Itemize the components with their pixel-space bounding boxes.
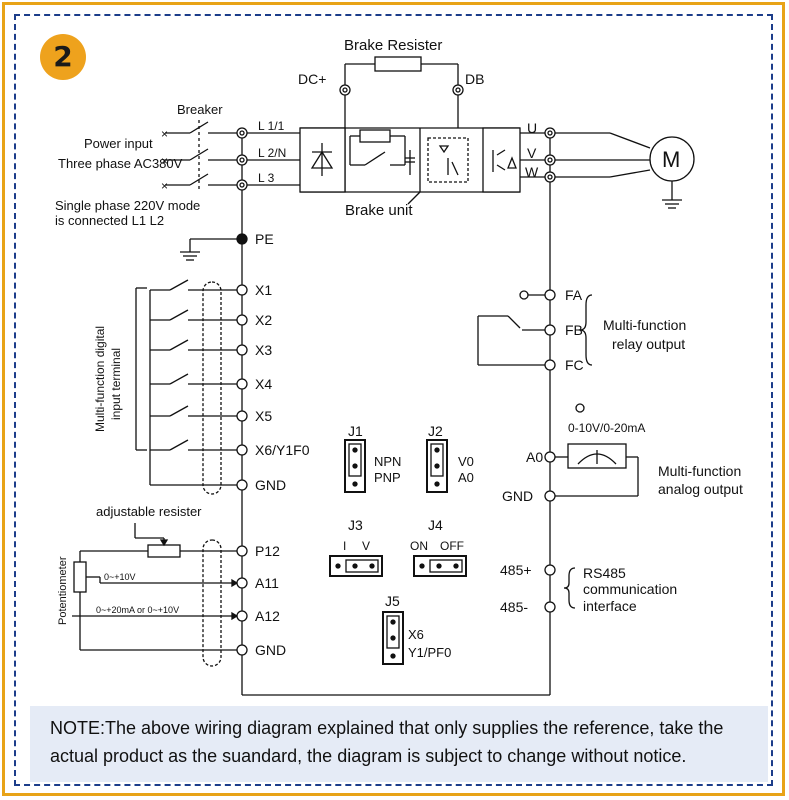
svg-text:×: × xyxy=(161,179,168,193)
brake-resistor-label: Brake Resister xyxy=(344,37,442,54)
range-a12: 0~+20mA or 0~+10V xyxy=(96,605,179,615)
terminal-fc: FC xyxy=(565,357,584,373)
rs485 xyxy=(544,564,576,613)
terminal-a0: A0 xyxy=(526,449,543,465)
terminal-x5: X5 xyxy=(255,408,272,424)
pe-ground xyxy=(180,233,248,261)
jumper-j3-opt2: V xyxy=(362,539,370,553)
jumper-j1-name: J1 xyxy=(348,423,363,439)
adjustable-resister-label: adjustable resister xyxy=(96,504,202,519)
terminal-u: U xyxy=(527,120,537,136)
svg-text:×: × xyxy=(161,154,168,168)
brake-unit-label: Brake unit xyxy=(345,202,413,219)
digital-terminals xyxy=(236,284,248,491)
jumper-j2-opt2: A0 xyxy=(458,470,474,485)
jumper-j4-opt2: OFF xyxy=(440,539,464,553)
jumper-j2 xyxy=(426,439,448,493)
terminal-gnd-left-2: GND xyxy=(255,642,286,658)
digital-inputs xyxy=(135,279,237,495)
terminal-a12: A12 xyxy=(255,608,280,624)
rs485-label-1: RS485 xyxy=(583,565,626,581)
jumper-j5-name: J5 xyxy=(385,593,400,609)
jumper-j1-opt1: NPN xyxy=(374,454,401,469)
terminal-x2: X2 xyxy=(255,312,272,328)
inner-dashed-frame xyxy=(14,14,773,786)
terminal-x4: X4 xyxy=(255,376,272,392)
relay-output xyxy=(477,289,593,371)
terminal-fb: FB xyxy=(565,322,583,338)
breaker: × × × xyxy=(161,120,237,193)
relay-label-1: Multi-function xyxy=(603,317,686,333)
terminal-pe: PE xyxy=(255,231,274,247)
svg-text:×: × xyxy=(161,127,168,141)
analog-range-label: 0-10V/0-20mA xyxy=(568,421,645,435)
analog-label-1: Multi-function xyxy=(658,463,741,479)
dc-plus-label: DC+ xyxy=(298,71,326,87)
jumper-j3 xyxy=(329,555,383,577)
rs485-label-2: communication xyxy=(583,581,677,597)
terminal-l2: L 2/N xyxy=(258,146,286,160)
brake-unit xyxy=(407,128,469,205)
potentiometer-label: Potentiometer xyxy=(57,556,69,625)
terminal-485-plus: 485+ xyxy=(500,562,532,578)
power-input-label: Power input xyxy=(84,136,153,151)
terminal-l3: L 3 xyxy=(258,171,275,185)
digital-input-label-1: Multi-function digital xyxy=(93,326,107,432)
terminal-485-minus: 485- xyxy=(500,599,528,615)
range-a11: 0~+10V xyxy=(104,572,136,582)
precharge-circuit xyxy=(349,129,415,175)
analog-label-2: analog output xyxy=(658,481,743,497)
terminal-x1: X1 xyxy=(255,282,272,298)
terminal-gnd-left-1: GND xyxy=(255,477,286,493)
jumper-j5-opt1: X6 xyxy=(408,627,424,642)
jumper-j1 xyxy=(344,439,366,493)
terminal-fa: FA xyxy=(565,287,583,303)
jumper-j2-opt1: V0 xyxy=(458,454,474,469)
relay-label-2: relay output xyxy=(612,336,685,352)
jumper-j4-name: J4 xyxy=(428,517,443,533)
digital-input-label-2: input terminal xyxy=(109,348,123,420)
analog-inputs xyxy=(72,523,239,667)
motor xyxy=(544,127,695,209)
three-phase-label: Three phase AC380V xyxy=(58,156,183,171)
jumper-j5-opt2: Y1/PF0 xyxy=(408,645,451,660)
jumper-j4-opt1: ON xyxy=(410,539,428,553)
jumper-j3-name: J3 xyxy=(348,517,363,533)
motor-label: M xyxy=(662,147,680,172)
db-label: DB xyxy=(465,71,484,87)
terminal-l1: L 1/1 xyxy=(258,119,285,133)
brake-resistor xyxy=(339,56,464,96)
jumper-j3-opt1: I xyxy=(343,539,346,553)
jumper-j5 xyxy=(382,611,404,665)
step-badge: 2 xyxy=(40,34,86,80)
terminal-x3: X3 xyxy=(255,342,272,358)
terminal-a11: A11 xyxy=(255,575,279,591)
jumper-j2-name: J2 xyxy=(428,423,443,439)
terminal-x6: X6/Y1F0 xyxy=(255,442,310,458)
analog-output xyxy=(544,403,639,502)
single-phase-label-1: Single phase 220V mode xyxy=(55,198,200,213)
single-phase-label-2: is connected L1 L2 xyxy=(55,213,164,228)
breaker-label: Breaker xyxy=(177,102,223,117)
rectifier xyxy=(299,127,346,193)
note-box: NOTE:The above wiring diagram explained … xyxy=(30,706,768,782)
jumper-j1-opt2: PNP xyxy=(374,470,401,485)
terminal-p12: P12 xyxy=(255,543,280,559)
terminal-gnd-right: GND xyxy=(502,488,533,504)
rs485-label-3: interface xyxy=(583,598,637,614)
inverter xyxy=(482,127,545,193)
jumper-j4 xyxy=(413,555,467,577)
terminal-w: W xyxy=(525,164,539,180)
terminal-v: V xyxy=(527,145,537,161)
